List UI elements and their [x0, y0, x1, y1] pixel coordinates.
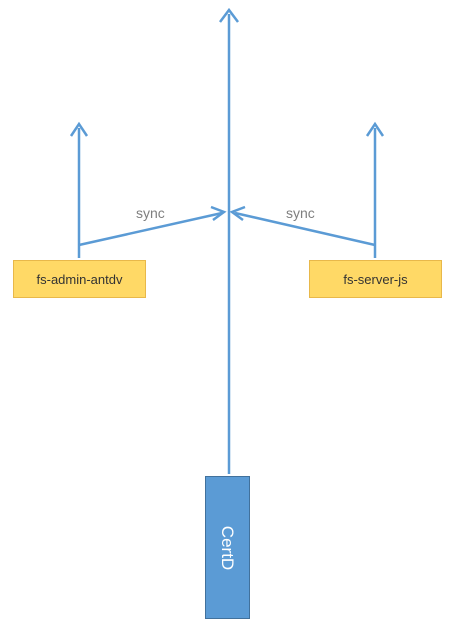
fs-server-js-label: fs-server-js	[343, 271, 408, 287]
fs-admin-antdv-node: fs-admin-antdv	[13, 260, 146, 298]
sync-left-label: sync	[136, 205, 165, 221]
admin-up-arrowhead	[69, 121, 89, 137]
fs-server-js-node: fs-server-js	[309, 260, 442, 298]
certd-trunk-arrowhead	[219, 7, 239, 23]
sync-left-arrow	[78, 211, 223, 247]
certd-label: CertD	[218, 525, 238, 570]
sync-right-label: sync	[286, 205, 315, 221]
sync-left-arrowhead	[210, 205, 227, 222]
fs-admin-antdv-label: fs-admin-antdv	[36, 271, 123, 287]
sync-right-arrow	[234, 211, 376, 247]
certd-node: CertD	[205, 476, 250, 619]
server-up-arrowhead	[365, 121, 385, 137]
sync-right-arrowhead	[229, 205, 246, 222]
